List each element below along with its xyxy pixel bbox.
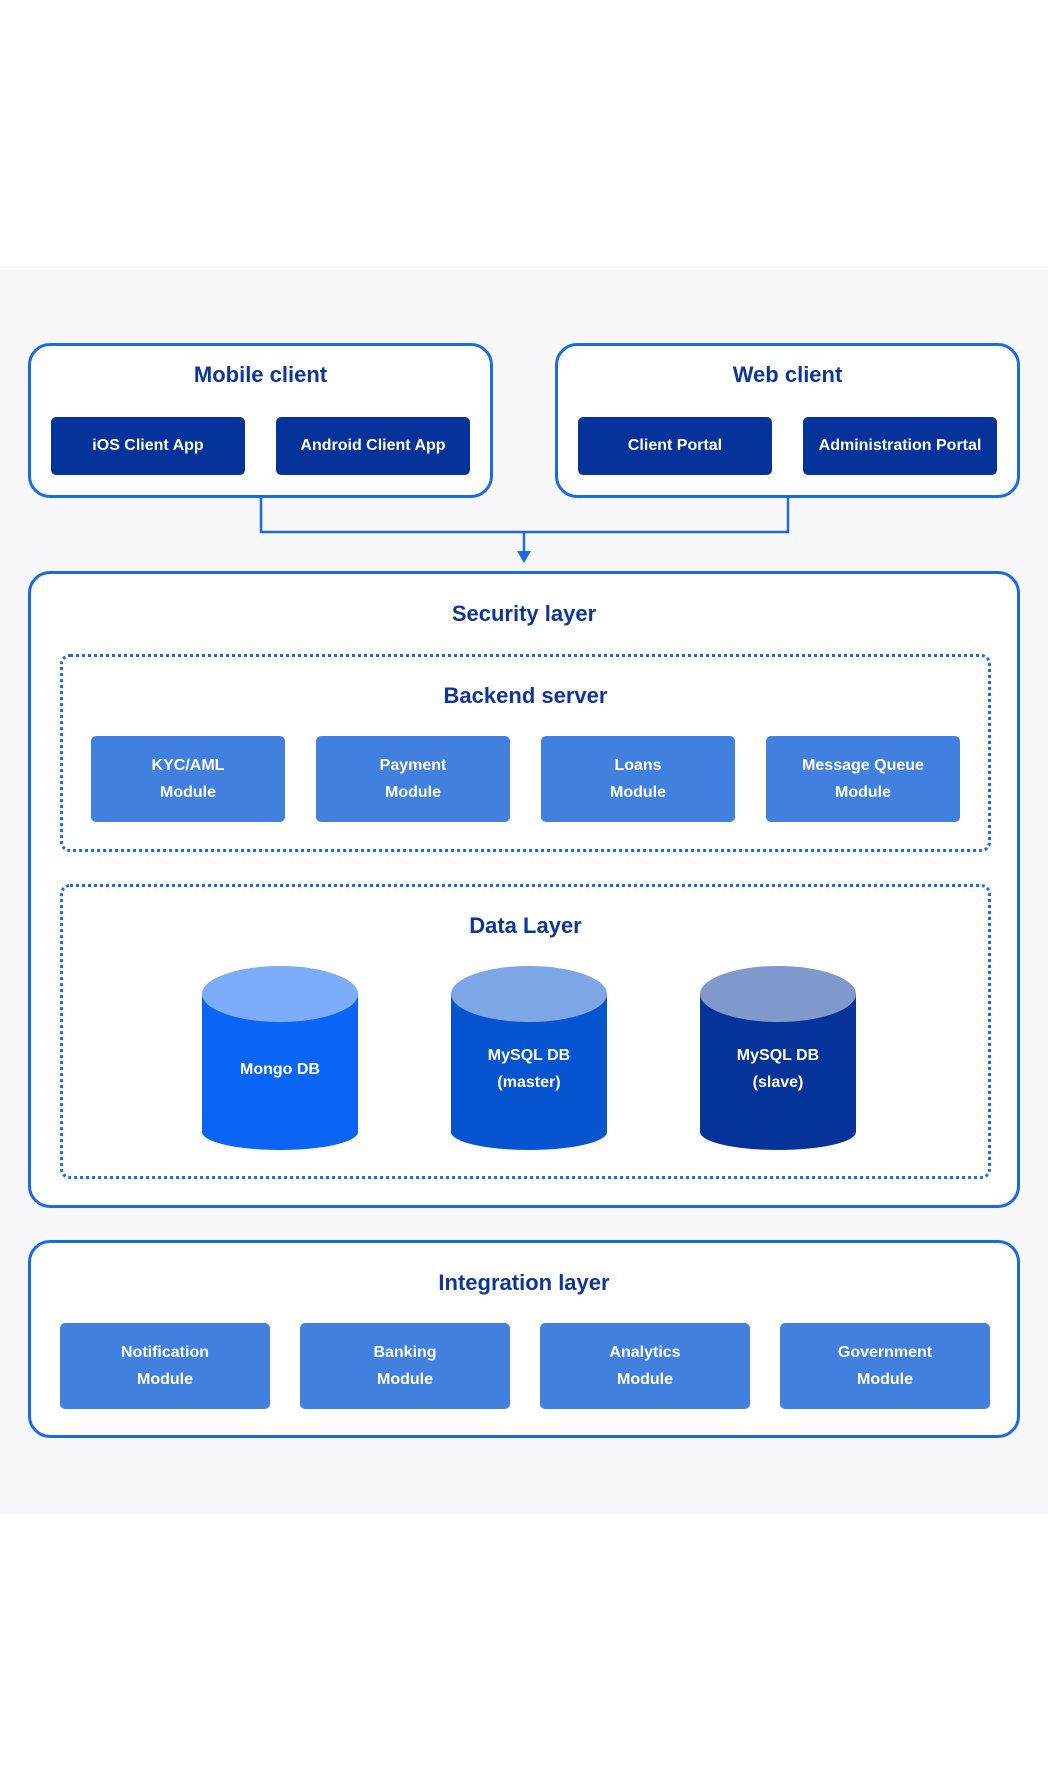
integration-layer-box: Integration layer Notification Module Ba… xyxy=(28,1240,1020,1438)
module-line1: Message Queue xyxy=(802,757,924,774)
database-cylinder-mongo[interactable]: Mongo DB xyxy=(202,966,358,1152)
message-queue-module[interactable]: Message Queue Module xyxy=(766,736,960,822)
client-portal[interactable]: Client Portal xyxy=(578,417,772,475)
module-line2: Module xyxy=(377,1371,433,1388)
ios-client-app[interactable]: iOS Client App xyxy=(51,417,245,475)
module-line1: Analytics xyxy=(609,1344,681,1361)
web-client-box: Web client Client Portal Administration … xyxy=(555,343,1020,498)
payment-module[interactable]: Payment Module xyxy=(316,736,510,822)
database-cylinder-mysql-master[interactable]: MySQL DB (master) xyxy=(451,966,607,1152)
database-name: MySQL DB xyxy=(736,1047,820,1064)
analytics-module[interactable]: Analytics Module xyxy=(540,1323,750,1409)
mobile-client-box: Mobile client iOS Client App Android Cli… xyxy=(28,343,493,498)
database-name: MySQL DB xyxy=(487,1047,571,1064)
module-line1: Loans xyxy=(614,757,662,774)
banking-module[interactable]: Banking Module xyxy=(300,1323,510,1409)
mobile-client-title: Mobile client xyxy=(193,362,328,387)
database-cylinder-mysql-slave[interactable]: MySQL DB (slave) xyxy=(700,966,856,1152)
integration-layer-title: Integration layer xyxy=(438,1270,610,1295)
module-line2: Module xyxy=(610,784,666,801)
data-layer-title: Data Layer xyxy=(469,913,582,938)
database-role: (master) xyxy=(497,1074,561,1091)
module-line1: Banking xyxy=(373,1344,437,1361)
database-name: Mongo DB xyxy=(240,1061,320,1078)
kyc-aml-module[interactable]: KYC/AML Module xyxy=(91,736,285,822)
module-line1: Payment xyxy=(379,757,447,774)
web-client-title: Web client xyxy=(732,362,843,387)
module-line2: Module xyxy=(857,1371,913,1388)
loans-module[interactable]: Loans Module xyxy=(541,736,735,822)
database-icon xyxy=(700,966,856,1150)
security-layer-box: Security layer Backend server KYC/AML Mo… xyxy=(28,571,1020,1208)
module-line2: Module xyxy=(160,784,216,801)
backend-server-box: Backend server KYC/AML Module Payment Mo… xyxy=(60,654,991,852)
arrow-down-icon xyxy=(517,551,531,563)
android-client-app[interactable]: Android Client App xyxy=(276,417,470,475)
module-line2: Module xyxy=(385,784,441,801)
backend-server-title: Backend server xyxy=(443,683,608,708)
administration-portal[interactable]: Administration Portal xyxy=(803,417,997,475)
security-layer-title: Security layer xyxy=(451,601,597,626)
data-layer-box: Data Layer Mongo DB MySQL DB (master) xyxy=(60,884,991,1179)
database-role: (slave) xyxy=(752,1074,804,1091)
module-line2: Module xyxy=(835,784,891,801)
government-module[interactable]: Government Module xyxy=(780,1323,990,1409)
module-line2: Module xyxy=(137,1371,193,1388)
module-line2: Module xyxy=(617,1371,673,1388)
module-line1: Government xyxy=(837,1344,933,1361)
database-icon xyxy=(202,966,358,1150)
module-line1: KYC/AML xyxy=(151,757,225,774)
module-line1: Notification xyxy=(121,1344,209,1361)
notification-module[interactable]: Notification Module xyxy=(60,1323,270,1409)
database-icon xyxy=(451,966,607,1150)
